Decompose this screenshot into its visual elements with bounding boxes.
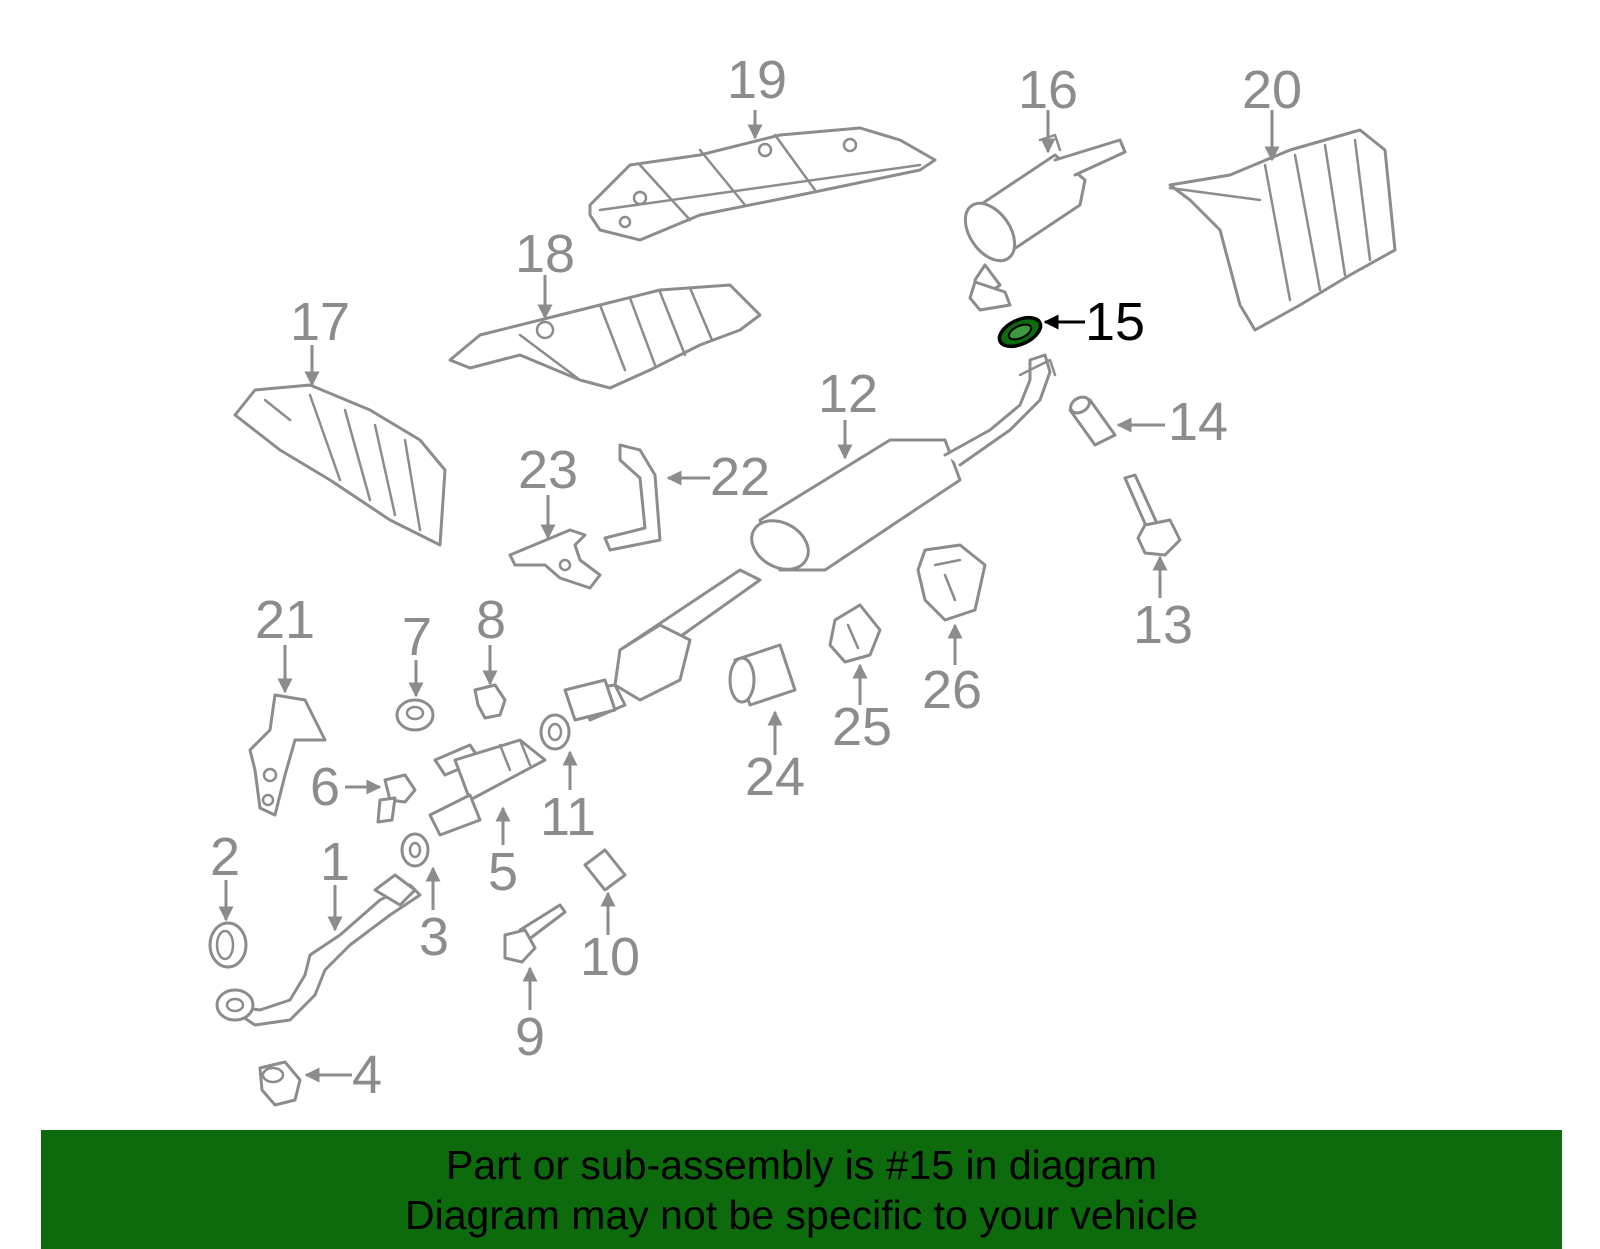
leader-lines [218,110,1280,1083]
part-23-bracket[interactable] [508,528,602,590]
callout-10[interactable]: 10 [580,927,640,987]
callout-26[interactable]: 26 [922,660,982,720]
part-10-insulator[interactable] [583,848,627,892]
catalytic-converter[interactable] [563,623,692,722]
callout-8[interactable]: 8 [476,590,506,650]
callout-6[interactable]: 6 [310,757,340,817]
part-7-nut[interactable] [395,698,435,732]
callout-23[interactable]: 23 [518,440,578,500]
part-24-insulator[interactable] [728,643,797,707]
part-16-tailpipe-muffler[interactable] [955,133,1127,312]
callout-15[interactable]: 15 [1085,292,1145,352]
banner-line-part-number: Part or sub-assembly is #15 in diagram [446,1141,1157,1188]
callout-14[interactable]: 14 [1168,392,1228,452]
part-22-hanger-bracket[interactable] [603,443,662,552]
callout-13[interactable]: 13 [1133,595,1193,655]
callout-17[interactable]: 17 [290,292,350,352]
part-4-nut[interactable] [258,1060,302,1107]
callout-22[interactable]: 22 [710,447,770,507]
part-3-gasket[interactable] [400,832,430,868]
callout-2[interactable]: 2 [210,827,240,887]
callout-21[interactable]: 21 [255,590,315,650]
callout-12[interactable]: 12 [818,364,878,424]
part-18-heat-shield[interactable] [448,283,762,390]
part-11-gasket[interactable] [539,713,571,751]
callout-3[interactable]: 3 [419,907,449,967]
callout-19[interactable]: 19 [727,50,787,110]
callout-11[interactable]: 11 [540,787,596,847]
callout-16[interactable]: 16 [1018,60,1078,120]
callout-18[interactable]: 18 [515,224,575,284]
part-25-hanger[interactable] [828,603,882,664]
part-1-front-pipe[interactable] [215,873,422,1027]
callout-24[interactable]: 24 [745,747,805,807]
part-17-heat-shield[interactable] [233,383,447,547]
part-19-heat-shield[interactable] [588,126,937,242]
part-6-bolt[interactable] [376,773,417,824]
callout-5[interactable]: 5 [488,842,518,902]
part-13-bolt[interactable] [1123,473,1182,557]
part-14-insulator[interactable] [1068,394,1117,447]
part-26-hanger[interactable] [916,543,987,622]
callout-7[interactable]: 7 [402,607,432,667]
callout-1[interactable]: 1 [320,832,350,892]
callout-20[interactable]: 20 [1242,60,1302,120]
callout-4[interactable]: 4 [352,1045,382,1105]
part-8-cap-nut[interactable] [473,683,507,720]
callout-9[interactable]: 9 [515,1007,545,1067]
info-banner: Part or sub-assembly is #15 in diagram D… [41,1130,1562,1249]
part-15-gasket[interactable] [995,312,1045,352]
part-9-bolt[interactable] [503,903,567,964]
callout-labels: 19 16 20 18 17 15 12 14 13 22 23 21 7 8 … [210,50,1302,1105]
part-2-ring[interactable] [208,921,248,969]
callout-25[interactable]: 25 [832,697,892,757]
part-20-heat-shield[interactable] [1168,128,1397,332]
part-5-flex-pipe[interactable] [428,738,547,837]
banner-line-disclaimer: Diagram may not be specific to your vehi… [404,1191,1198,1238]
part-21-bracket[interactable] [248,693,327,817]
